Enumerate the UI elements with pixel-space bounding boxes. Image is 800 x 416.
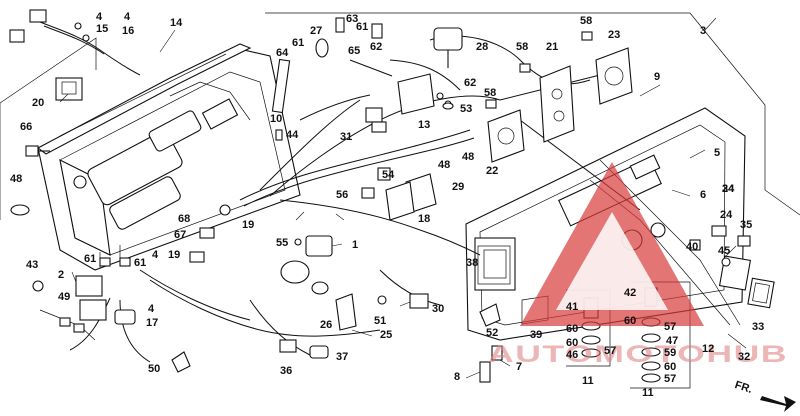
callout: 51 <box>374 315 386 327</box>
callout: 52 <box>486 327 498 339</box>
callout: 19 <box>168 249 180 261</box>
callout: 24 <box>722 183 735 195</box>
callout: 19 <box>242 219 254 231</box>
callout: 15 <box>96 23 108 35</box>
assembly-outline <box>0 12 800 220</box>
callout: 64 <box>276 47 289 59</box>
callout: 60 <box>566 323 578 335</box>
callout: 16 <box>122 25 134 37</box>
callout: 9 <box>654 71 660 83</box>
callout: 20 <box>32 97 44 109</box>
callout: 48 <box>462 151 474 163</box>
callout: 2 <box>58 269 64 281</box>
callout: 47 <box>666 335 678 347</box>
callout: 4 <box>124 11 131 23</box>
callout: 56 <box>336 189 348 201</box>
callout: 29 <box>452 181 464 193</box>
callout: 34 <box>722 183 735 195</box>
callout: 57 <box>664 321 676 333</box>
callout: 48 <box>10 173 22 185</box>
watermark-text: AUTOMOTOHUB <box>488 341 788 368</box>
callout: 37 <box>336 351 348 363</box>
callout: 63 <box>346 13 358 25</box>
callout: 68 <box>178 213 190 225</box>
callout-labels: 1 2 3 4 4 4 4 5 6 7 8 9 10 11 11 12 13 1… <box>10 11 764 399</box>
callout: 23 <box>608 29 620 41</box>
callout: 21 <box>546 41 558 53</box>
callout: 17 <box>146 317 158 329</box>
callout: 43 <box>26 259 38 271</box>
callout: 22 <box>486 165 498 177</box>
callout: 53 <box>460 103 472 115</box>
callout: 13 <box>418 119 430 131</box>
callout: 4 <box>152 249 159 261</box>
callout: 49 <box>58 291 70 303</box>
callout: 60 <box>664 361 676 373</box>
callout: 4 <box>148 303 155 315</box>
callout: 32 <box>738 351 750 363</box>
callout: 12 <box>702 343 714 355</box>
callout: 7 <box>516 361 522 373</box>
callout: 11 <box>642 387 654 399</box>
callout: 28 <box>476 41 488 53</box>
callout: 58 <box>484 87 496 99</box>
callout: 8 <box>454 371 460 383</box>
callout: 30 <box>432 303 444 315</box>
callout: 5 <box>714 147 720 159</box>
callout: 50 <box>148 363 160 375</box>
callout: 44 <box>286 129 299 141</box>
callout: 62 <box>464 77 476 89</box>
callout: 1 <box>352 239 358 251</box>
callout: 58 <box>516 41 528 53</box>
callout: 58 <box>580 15 592 27</box>
callout: 67 <box>174 229 186 241</box>
callout: 54 <box>382 169 395 181</box>
callout: 26 <box>320 319 332 331</box>
callout: 14 <box>170 17 183 29</box>
callout: 11 <box>582 375 594 387</box>
control-box-housing <box>36 43 301 271</box>
callout: 42 <box>624 287 636 299</box>
watermark: AUTOMOTOHUB <box>488 162 788 368</box>
callout: 57 <box>664 373 676 385</box>
callout: 60 <box>624 315 636 327</box>
callout: 61 <box>134 257 146 269</box>
callout: 46 <box>566 349 578 361</box>
callout: 6 <box>700 189 706 201</box>
callout: 61 <box>292 37 304 49</box>
front-direction-label: FR. <box>733 379 754 396</box>
callout: 60 <box>566 337 578 349</box>
callout: 66 <box>20 121 32 133</box>
callout: 10 <box>270 113 282 125</box>
front-direction-marker: FR. <box>733 379 796 412</box>
callout: 25 <box>380 329 392 341</box>
leader-lines <box>59 17 747 379</box>
callout: 48 <box>438 159 450 171</box>
callout: 27 <box>310 25 322 37</box>
callout: 4 <box>96 11 103 23</box>
callout: 61 <box>356 21 368 33</box>
arrow-right-icon <box>760 396 796 412</box>
callout: 65 <box>348 45 360 57</box>
callout: 33 <box>752 321 764 333</box>
parts <box>9 9 775 389</box>
callout: 57 <box>604 345 616 357</box>
callout: 62 <box>370 41 382 53</box>
callout: 40 <box>686 241 698 253</box>
callout: 18 <box>418 213 430 225</box>
callout: 36 <box>280 365 292 377</box>
callout: 31 <box>340 131 352 143</box>
callout: 45 <box>718 245 730 257</box>
callout: 24 <box>720 209 733 221</box>
callout: 41 <box>566 301 578 313</box>
callout: 35 <box>740 219 752 231</box>
callout: 39 <box>530 329 542 341</box>
callout: 55 <box>276 237 288 249</box>
callout: 38 <box>466 257 478 269</box>
callout: 3 <box>700 25 706 37</box>
callout: 61 <box>84 253 96 265</box>
callout: 59 <box>664 347 676 359</box>
